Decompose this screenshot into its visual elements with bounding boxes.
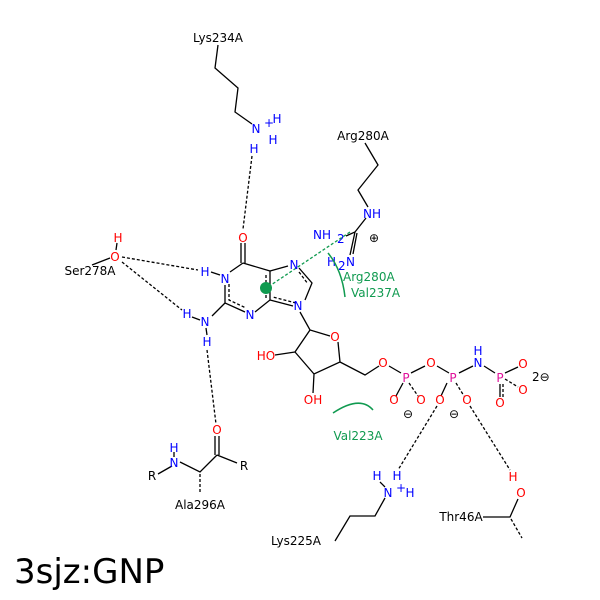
atom-o: O	[435, 393, 444, 407]
atom-o: O	[110, 250, 119, 264]
hydrophobic-arc-val223	[332, 402, 374, 414]
atom-nh: NH	[363, 207, 381, 221]
atom-o: O	[518, 383, 527, 397]
atom-n1: N	[221, 272, 230, 286]
atom-h: H	[113, 231, 122, 245]
atom-h: H	[268, 133, 277, 147]
atom-o: O	[378, 356, 387, 370]
label-ala296: Ala296A	[175, 498, 226, 512]
residue-ser278: Ser278A O H	[64, 231, 122, 278]
residue-ala296: O H N R R Ala296A	[148, 423, 248, 512]
hbond-ser278	[121, 256, 199, 311]
residue-lys225: Lys225A N + H H H	[271, 469, 415, 548]
atom-o: O	[389, 393, 398, 407]
charge-2neg: 2⊖	[532, 370, 550, 384]
atom-h: H	[405, 486, 414, 500]
charge-plus: +	[396, 481, 406, 495]
atom-nh2: NH	[313, 228, 331, 242]
diagram-title: 3sjz:GNP	[14, 552, 165, 592]
atom-n: N	[384, 486, 393, 500]
atom-h: H	[372, 469, 381, 483]
label-contact-val223: Val223A	[333, 429, 383, 443]
atom-r: R	[148, 469, 156, 483]
atom-o: O	[238, 231, 247, 245]
atom-ho: HO	[257, 349, 275, 363]
label-contact-val237: Val237A	[351, 286, 401, 300]
label-arg280: Arg280A	[337, 129, 389, 143]
residue-arg280: Arg280A NH NH 2 H 2 N ⊕	[313, 129, 390, 273]
atom-o4: O	[330, 330, 339, 344]
ligand-gnp: O N H N N N N H H O HO OH O P O P N H P …	[182, 231, 549, 421]
atom-o: O	[426, 356, 435, 370]
residue-lys234: Lys234A N + H H H	[193, 31, 282, 156]
hbond-lys234	[242, 155, 253, 230]
atom-r: R	[240, 459, 248, 473]
hbond-phosphate	[397, 405, 511, 471]
atom-n-bridge: N	[474, 356, 483, 370]
charge-neg: ⊖	[403, 407, 413, 421]
atom-oh: OH	[304, 393, 322, 407]
atom-h: H	[169, 441, 178, 455]
label-contact-arg280: Arg280A	[343, 270, 395, 284]
charge-plus: +	[264, 116, 274, 130]
atom-n3: N	[246, 308, 255, 322]
atom-h: H	[392, 469, 401, 483]
label-ser278: Ser278A	[64, 264, 116, 278]
ring-centroid-marker	[260, 282, 272, 294]
atom-h2n: H	[327, 255, 336, 269]
atom-n: N	[346, 255, 355, 269]
atom-o: O	[495, 396, 504, 410]
atom-n: N	[252, 122, 261, 136]
label-lys225: Lys225A	[271, 534, 322, 548]
atom-h: H	[249, 142, 258, 156]
atom-n: N	[170, 456, 179, 470]
atom-o: O	[462, 393, 471, 407]
atom-h: H	[272, 112, 281, 126]
atom-o: O	[416, 393, 425, 407]
label-lys234: Lys234A	[193, 31, 244, 45]
atom-p-alpha: P	[402, 371, 409, 385]
hydrophobic-arc-val237	[327, 252, 346, 298]
charge-neg: ⊖	[449, 407, 459, 421]
atom-h: H	[182, 307, 191, 321]
subscript: 2	[337, 232, 345, 246]
atom-o: O	[212, 423, 221, 437]
atom-n2: N	[201, 315, 210, 329]
atom-h: H	[508, 470, 517, 484]
charge-positive: ⊕	[369, 231, 379, 245]
atom-h: H	[200, 265, 209, 279]
atom-p-beta: P	[449, 371, 456, 385]
atom-o: O	[518, 357, 527, 371]
atom-h: H	[202, 335, 211, 349]
atom-h: H	[473, 344, 482, 358]
hbond-ala296	[206, 349, 217, 425]
label-thr46: Thr46A	[438, 510, 483, 524]
atom-n9: N	[294, 299, 303, 313]
cation-pi-interaction	[267, 231, 351, 288]
subscript: 2	[338, 259, 346, 273]
atom-o: O	[516, 486, 525, 500]
atom-n7: N	[290, 258, 299, 272]
residue-thr46: Thr46A O H	[438, 470, 526, 539]
atom-p-gamma: P	[496, 371, 503, 385]
